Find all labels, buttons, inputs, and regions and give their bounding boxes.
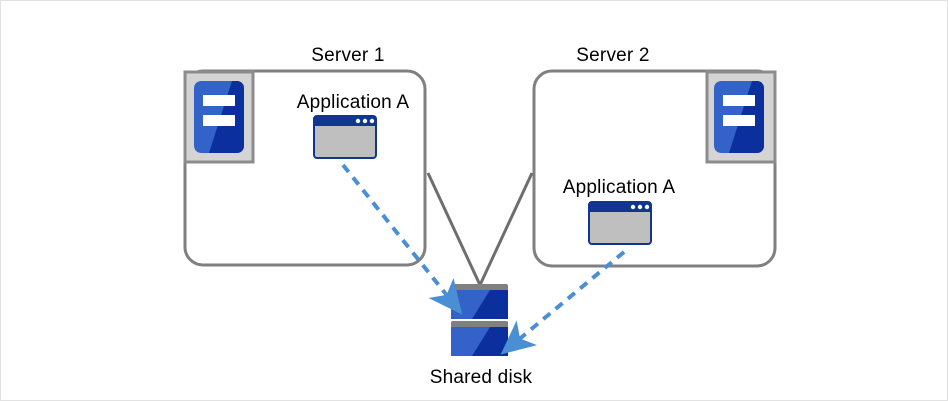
server-icon (705, 70, 777, 164)
server-2-app-label: Application A (562, 177, 676, 198)
dashed-arrow-icon-server1 (341, 163, 463, 315)
disk-segment-bottom-shade (472, 327, 508, 356)
server-icon-bar-bottom (723, 115, 755, 126)
app-window-dot-2 (637, 204, 643, 210)
server-icon-bar-top (723, 95, 755, 106)
server-1-box[interactable] (183, 69, 427, 267)
server-icon (183, 70, 255, 164)
shared-disk-icon[interactable] (451, 284, 508, 356)
server-1-app-label: Application A (296, 92, 410, 113)
disk-segment-top-shade (472, 290, 508, 319)
application-window-icon (313, 115, 377, 159)
server-2-title: Server 2 (576, 45, 650, 66)
server-2-group[interactable] (532, 69, 777, 268)
shared-disk-label: Shared disk (429, 367, 533, 388)
app-window-dot-3 (369, 118, 375, 124)
server-1-title: Server 1 (311, 45, 385, 66)
app-window-dot-1 (355, 118, 361, 124)
dashed-arrow-icon-server2 (500, 250, 626, 355)
connector-lines (426, 172, 534, 286)
server-icon-bar-bottom (203, 115, 235, 126)
application-window-icon (588, 201, 652, 245)
app-window-titlebar (589, 202, 651, 212)
server-1-group[interactable] (183, 69, 427, 267)
app-window-dot-2 (362, 118, 368, 124)
app-window-dot-1 (630, 204, 636, 210)
server-icon-bar-top (203, 95, 235, 106)
app-window-titlebar (314, 116, 376, 126)
connector-line-icon-server2 (478, 172, 534, 286)
disk-bar-top (451, 284, 508, 291)
disk-bar-bottom (451, 321, 508, 328)
server-2-box[interactable] (532, 69, 777, 268)
access-arrows (341, 163, 626, 355)
app-window-dot-3 (644, 204, 650, 210)
connector-line-icon-server1 (426, 172, 482, 286)
